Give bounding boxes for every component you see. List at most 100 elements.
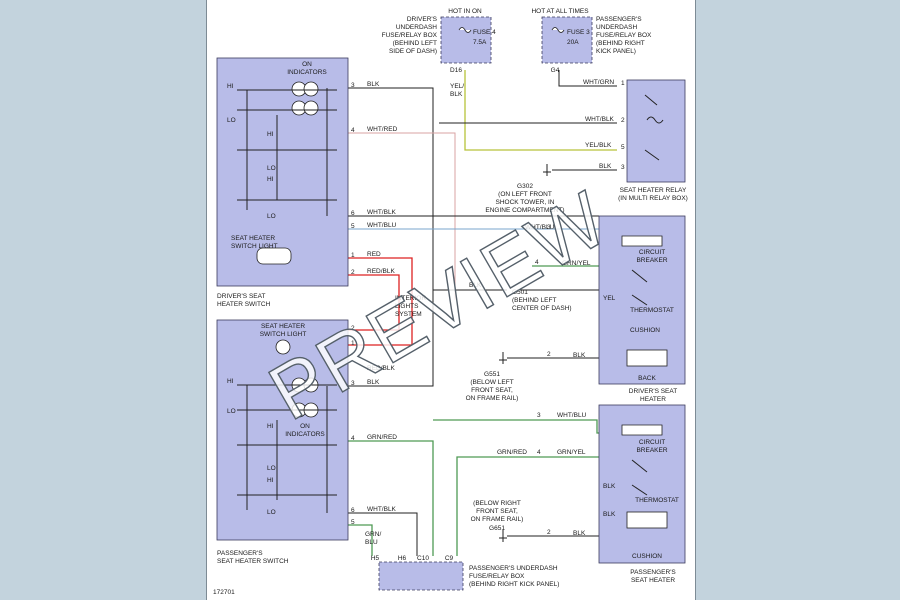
ground-label: G501 <box>512 289 528 296</box>
pin-number: 3 <box>537 412 541 419</box>
wire-wht-blu-pass <box>433 419 607 434</box>
bottom-box-label: FUSE/RELAY BOX <box>469 573 525 580</box>
switch-light-label: SEAT HEATER <box>261 323 305 330</box>
passengers-switch-caption: PASSENGER'S <box>217 550 263 557</box>
hi-label: HI <box>267 423 274 430</box>
ground-g302: G302 (ON LEFT FRONT SHOCK TOWER, IN ENGI… <box>485 164 565 214</box>
drivers-fuse-box-line: UNDERDASH <box>396 24 437 31</box>
hot-in-on-label: HOT IN ON <box>448 8 482 15</box>
drivers-switch-caption: DRIVER'S SEAT <box>217 293 265 300</box>
wire-label: WHT/GRN <box>583 79 614 86</box>
bottom-fuse-relay-box: H5 H6 C10 C9 PASSENGER'S UNDERDASH FUSE/… <box>365 531 559 591</box>
wire-label: BLK <box>573 530 586 537</box>
breaker-label: CIRCUIT <box>639 439 665 446</box>
wire-label: YEL/ <box>450 83 464 90</box>
wire-label: RED/BLK <box>367 365 395 372</box>
pin-number: 1 <box>351 340 355 347</box>
pin-number: 2 <box>547 351 551 358</box>
wire-yel-blk <box>464 70 617 151</box>
ground-label: G651 <box>489 525 505 532</box>
wire-red-blk <box>348 274 400 331</box>
pin-number: 6 <box>351 507 355 514</box>
ground-label: (ON LEFT FRONT <box>498 191 552 198</box>
drivers-heater-caption: DRIVER'S SEAT <box>629 388 677 395</box>
ground-g501: G501 (BEHIND LEFT CENTER OF DASH) <box>512 289 572 312</box>
lo-label: LO <box>267 509 276 516</box>
wire-red <box>348 257 413 346</box>
heater-element-icon <box>621 235 663 247</box>
figure-number: 172701 <box>213 589 235 596</box>
back-heater-element-icon <box>626 349 668 367</box>
wire-label: WHT/BLK <box>585 116 615 123</box>
wire-label: BLK <box>367 81 380 88</box>
pin-number: 5 <box>351 223 355 230</box>
pin-number: 5 <box>351 519 355 526</box>
passengers-fuse-box-line: UNDERDASH <box>596 24 637 31</box>
switch-light-bulb-icon <box>275 339 291 355</box>
wire-label: WHT/RED <box>367 126 398 133</box>
pin-number: 2 <box>351 325 355 332</box>
switch-internal-wiring <box>237 88 337 216</box>
passengers-switch-caption: SEAT HEATER SWITCH <box>217 558 289 565</box>
ground-icon <box>499 530 507 542</box>
relay-caption: SEAT HEATER RELAY <box>620 187 687 194</box>
on-indicators-label: ON <box>300 423 310 430</box>
passengers-heater-caption: SEAT HEATER <box>631 577 675 584</box>
hot-at-all-times-label: HOT AT ALL TIMES <box>531 8 589 15</box>
pin-number: 3 <box>351 380 355 387</box>
pin-number: 1 <box>621 80 625 87</box>
circuit-breaker-icon <box>631 459 648 473</box>
switch-light-bulb-icon <box>256 247 292 265</box>
switch-light-label: SWITCH LIGHT <box>260 331 307 338</box>
passengers-switch-box <box>216 319 349 541</box>
seat-heater-relay: 1 2 5 3 WHT/GRN WHT/BLK YEL/BLK BLK YEL/… <box>450 79 688 202</box>
pin-number: 2 <box>351 269 355 276</box>
connector-d16-label: D16 <box>450 67 462 74</box>
lo-label: LO <box>227 117 236 124</box>
wire-label: BLK <box>469 282 482 289</box>
switch-internal-wiring <box>237 384 337 513</box>
pin-number: 3 <box>351 82 355 89</box>
wire-label: YEL/BLK <box>585 142 612 149</box>
wire-label: WHT/BLK <box>367 506 397 513</box>
hi-label: HI <box>267 131 274 138</box>
ground-label: CENTER OF DASH) <box>512 305 572 312</box>
wire-label: BLK <box>450 91 463 98</box>
on-indicators-label: ON <box>302 61 312 68</box>
cushion-heater-element-icon <box>626 511 668 529</box>
wire-label: GRN/RED <box>367 434 397 441</box>
wire-label: BLU <box>365 539 378 546</box>
hi-label: HI <box>227 83 234 90</box>
drivers-seat-heater-switch: ON INDICATORS HI LO HI LO HI LO SEAT HEA… <box>216 57 398 308</box>
fuse-3-icon <box>551 27 565 33</box>
connector-g4-label: G4 <box>551 67 560 74</box>
interior-lights-label: LIGHTS <box>395 303 419 310</box>
passengers-seat-heater-switch: SEAT HEATER SWITCH LIGHT ON INDICATORS H… <box>216 319 397 565</box>
cushion-label: CUSHION <box>630 327 660 334</box>
bottom-box-label: (BEHIND RIGHT KICK PANEL) <box>469 581 559 588</box>
wire-wht-red <box>348 132 456 300</box>
pin-number: 6 <box>351 210 355 217</box>
pin-number: 2 <box>621 117 625 124</box>
switch-light-label: SEAT HEATER <box>231 235 275 242</box>
ground-label: (BEHIND LEFT <box>512 297 556 304</box>
ground-label: (BELOW RIGHT <box>473 500 521 507</box>
wire-label: WHT/BLK <box>367 209 397 216</box>
fuse-4-rating: 7.5A <box>473 39 487 46</box>
wire-grn-blu <box>348 524 373 556</box>
wire-label: BLK <box>367 379 380 386</box>
drivers-fuse-box-line: DRIVER'S <box>407 16 438 23</box>
interior-lights-label: SYSTEM <box>395 311 422 318</box>
wire-label: BLK <box>603 511 616 518</box>
hi-label: HI <box>267 176 274 183</box>
wire-label: BLK <box>603 483 616 490</box>
indicator-lamp-icon <box>303 81 319 97</box>
drivers-switch-caption: HEATER SWITCH <box>217 301 271 308</box>
bottom-box-outline <box>378 561 464 591</box>
ground-g651: (BELOW RIGHT FRONT SEAT, ON FRAME RAIL) … <box>471 500 523 542</box>
wire-grn-yel-pass <box>456 456 607 556</box>
breaker-label: BREAKER <box>636 447 667 454</box>
pin-number: 3 <box>621 164 625 171</box>
fuse-4-label: FUSE 4 <box>473 29 496 36</box>
ground-label: G551 <box>484 371 500 378</box>
